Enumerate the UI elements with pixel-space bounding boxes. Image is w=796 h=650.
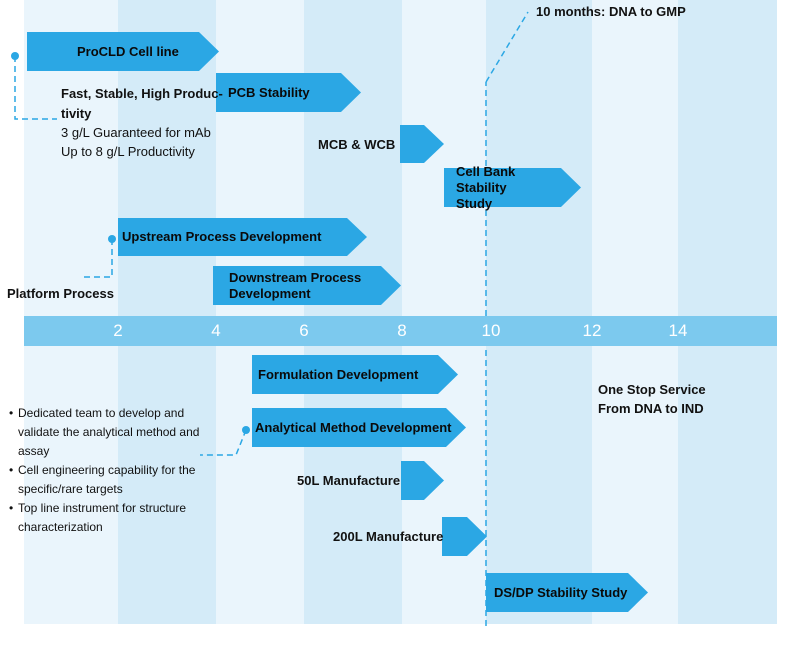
task-label: Formulation Development bbox=[258, 366, 419, 382]
band-12-14 bbox=[592, 0, 678, 624]
task-50l-manufacture-arrow bbox=[401, 461, 444, 500]
band-14-end bbox=[678, 0, 777, 624]
tick-label: 6 bbox=[299, 321, 309, 340]
procld-note-line2: Up to 8 g/L Productivity bbox=[61, 144, 195, 159]
task-ds-dp-stability: DS/DP Stability Study bbox=[486, 573, 648, 612]
tick-label: 10 bbox=[481, 321, 501, 340]
milestone-leader bbox=[485, 11, 529, 83]
tick-label: 14 bbox=[668, 321, 688, 340]
one-stop-line2: From DNA to IND bbox=[598, 401, 704, 416]
task-procld-cell-line: ProCLD Cell line bbox=[27, 32, 219, 71]
platform-connector-dot bbox=[108, 235, 116, 243]
task-200l-manufacture-arrow bbox=[442, 517, 487, 556]
task-label: ProCLD Cell line bbox=[77, 43, 179, 59]
task-label: PCB Stability bbox=[228, 84, 310, 100]
platform-connector bbox=[80, 239, 113, 278]
analytical-connector-dot bbox=[242, 426, 250, 434]
task-label: Analytical Method Development bbox=[255, 419, 452, 435]
task-label: Upstream Process Development bbox=[122, 229, 322, 244]
analytical-capabilities-list: Dedicated team to develop and validate t… bbox=[9, 404, 209, 537]
task-upstream-process: Upstream Process Development bbox=[118, 218, 367, 256]
list-item: Cell engineering capability for the spec… bbox=[9, 461, 209, 499]
procld-note-title-line1: Fast, Stable, High Produc- bbox=[61, 86, 223, 101]
procld-connector-dot bbox=[11, 52, 19, 60]
list-item: Top line instrument for structure charac… bbox=[9, 499, 209, 537]
one-stop-line1: One Stop Service bbox=[598, 382, 706, 397]
task-50l-manufacture-label: 50L Manufacture bbox=[297, 473, 401, 488]
band-10-12 bbox=[486, 0, 592, 624]
task-analytical-method: Analytical Method Development bbox=[252, 408, 466, 447]
procld-note-title-line2: tivity bbox=[61, 106, 92, 121]
task-mcb-wcb-arrow bbox=[400, 125, 444, 163]
analytical-connector bbox=[200, 429, 247, 456]
tick-label: 8 bbox=[397, 321, 407, 340]
platform-process-note: Platform Process bbox=[7, 286, 114, 301]
task-200l-manufacture-label: 200L Manufacture bbox=[333, 529, 444, 544]
task-label: Downstream Process Development bbox=[229, 269, 362, 301]
milestone-label: 10 months: DNA to GMP bbox=[536, 4, 686, 19]
task-label: DS/DP Stability Study bbox=[494, 584, 628, 600]
task-label: Cell Bank Stability Study bbox=[456, 163, 516, 211]
timeline-axis bbox=[24, 316, 777, 346]
task-downstream-process: Downstream Process Development bbox=[213, 266, 401, 305]
procld-connector bbox=[14, 56, 57, 120]
list-item: Dedicated team to develop and validate t… bbox=[9, 404, 209, 461]
task-formulation: Formulation Development bbox=[252, 355, 458, 394]
tick-label: 2 bbox=[113, 321, 123, 340]
task-mcb-wcb-label: MCB & WCB bbox=[318, 137, 396, 152]
procld-note-line1: 3 g/L Guaranteed for mAb bbox=[61, 125, 211, 140]
tick-label: 4 bbox=[211, 321, 221, 340]
task-cell-bank-stability: Cell Bank Stability Study bbox=[444, 163, 581, 211]
tick-label: 12 bbox=[582, 321, 602, 340]
task-pcb-stability: PCB Stability bbox=[216, 73, 361, 112]
